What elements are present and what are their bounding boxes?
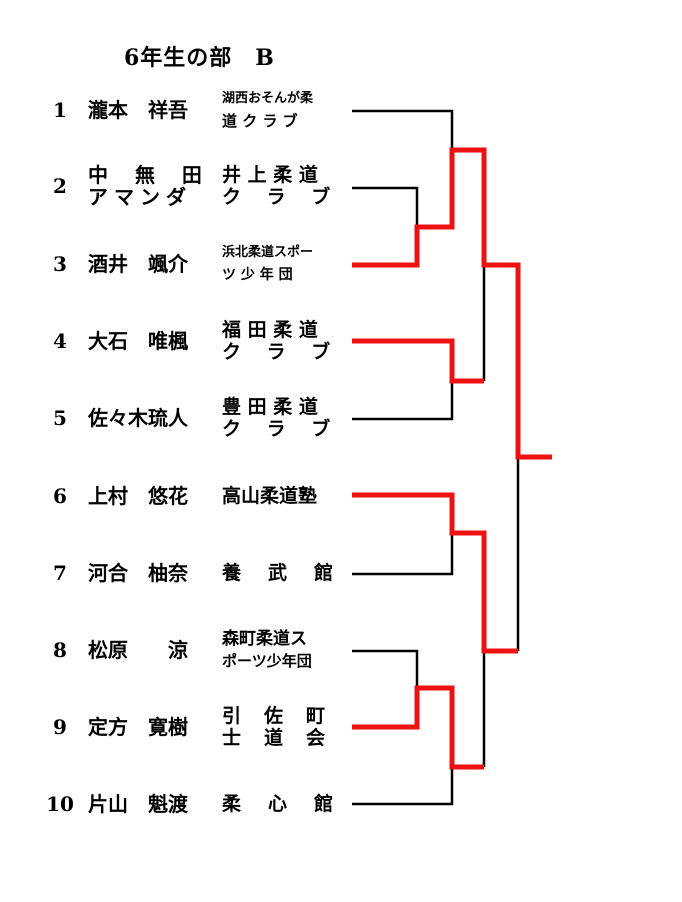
bracket-line [352,186,419,227]
club-line: ツ 少 年 団 [222,267,293,283]
bracket-line [352,533,454,576]
club-line: 引 佐 町 [222,705,328,727]
entry-club: 浜北柔道スポー ツ 少 年 団 [222,242,350,286]
entry-club: 湖西おそんが柔 道 ク ラ ブ [222,88,350,132]
entry-number: 1 [53,98,67,122]
entry-club: 井 上 柔 道 ク ラ ブ [222,164,350,208]
entry-number: 10 [46,792,74,816]
winner-lines [352,147,552,770]
entry-number: 4 [53,329,67,353]
entry-5: 5 佐々木琉人 豊 田 柔 道 ク ラ ブ [0,396,360,440]
club-line: 浜北柔道スポー [222,245,314,260]
page-title: 6年生の部 B [124,45,275,71]
bracket-line [352,109,454,150]
entry-number: 9 [53,715,67,739]
entry-4: 4 大石 唯楓 福 田 柔 道 ク ラ ブ [0,319,360,363]
club-line: 井 上 柔 道 [222,164,318,186]
winner-line [352,492,518,654]
entry-number: 2 [53,174,67,198]
entry-club: 高山柔道塾 [222,474,350,518]
entry-number: 5 [53,406,67,430]
club-line: ク ラ ブ [222,418,331,440]
entry-name: 松原 涼 [88,638,188,662]
club-line: ク ラ ブ [222,341,331,363]
winner-line [352,338,484,384]
entry-name: 上村 悠花 [88,484,188,508]
club-line: 湖西おそんが柔 [222,91,314,106]
entry-6: 6 上村 悠花 高山柔道塾 [0,476,360,516]
entry-2: 2 中 無 田 アマンダ 井 上 柔 道 ク ラ ブ [0,164,360,208]
entry-number: 6 [53,484,67,508]
entry-number: 8 [53,638,67,662]
entry-1: 1 瀧本 祥吾 湖西おそんが柔 道 ク ラ ブ [0,90,360,130]
entry-club: 森町柔道ス ポーツ少年団 [222,628,350,672]
entry-number: 3 [53,252,67,276]
club-line: 高山柔道塾 [222,485,318,507]
entry-9: 9 定方 寛樹 引 佐 町 士 道 会 [0,705,360,749]
bracket-line [352,767,454,806]
entry-name: 片山 魁渡 [88,792,188,816]
entry-club: 引 佐 町 士 道 会 [222,705,350,749]
club-line: ポーツ少年団 [222,652,312,670]
club-line: 養 武 館 [222,562,338,584]
entry-club: 柔 心 館 [222,782,350,826]
entry-club: 福 田 柔 道 ク ラ ブ [222,319,350,363]
entry-name: 佐々木琉人 [88,406,188,430]
entry-name: 大石 唯楓 [88,329,188,353]
entry-10: 10 片山 魁渡 柔 心 館 [0,784,360,824]
entry-club: 豊 田 柔 道 ク ラ ブ [222,396,350,440]
club-line: 士 道 会 [222,727,328,749]
entry-3: 3 酒井 颯介 浜北柔道スポー ツ 少 年 団 [0,244,360,284]
entry-number: 7 [53,561,67,585]
bracket-lines [352,109,520,806]
club-line: 道 ク ラ ブ [222,112,298,130]
entry-name: 定方 寛樹 [88,715,188,739]
entry-name: 酒井 颯介 [88,252,188,276]
entry-name: 瀧本 祥吾 [88,98,188,122]
club-line: 森町柔道ス [222,629,307,649]
winner-line [352,685,484,770]
club-line: ク ラ ブ [222,186,331,208]
entry-name: 河合 柚奈 [88,561,188,585]
entry-name-line: アマンダ [88,185,192,209]
club-line: 福 田 柔 道 [222,319,318,341]
bracket-line [352,649,419,688]
entry-8: 8 松原 涼 森町柔道ス ポーツ少年団 [0,628,360,672]
club-line: 柔 心 館 [222,793,338,815]
winner-line [352,147,552,460]
entry-name-line: 中 無 田 [88,163,212,187]
bracket-line [352,381,454,421]
club-line: 豊 田 柔 道 [222,396,318,418]
entry-7: 7 河合 柚奈 養 武 館 [0,553,360,593]
entry-club: 養 武 館 [222,551,350,595]
entry-name: 中 無 田 アマンダ [88,164,216,208]
